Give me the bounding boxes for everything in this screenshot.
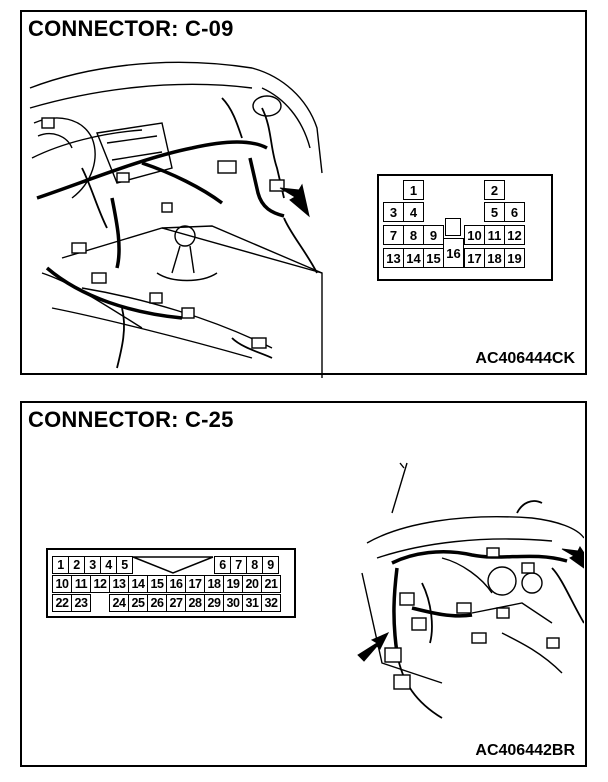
- pin-label: 5: [116, 556, 133, 574]
- pin-label: 8: [403, 225, 424, 245]
- pin-label: 8: [246, 556, 263, 574]
- pin-label: 1: [52, 556, 69, 574]
- pin-label: 6: [504, 202, 525, 222]
- pin-label: 14: [128, 575, 148, 593]
- pin-label: 31: [242, 594, 262, 612]
- dashboard-harness-illustration: [29, 61, 323, 378]
- pin-label: 9: [262, 556, 279, 574]
- pin-label: 4: [100, 556, 117, 574]
- pin-label: 10: [52, 575, 72, 593]
- pin-label: 27: [166, 594, 186, 612]
- pin-label: 4: [403, 202, 424, 222]
- pin-label: 17: [464, 248, 485, 268]
- pin-label: 24: [109, 594, 129, 612]
- pin-label: 5: [484, 202, 505, 222]
- arrow-icon: [561, 546, 584, 569]
- instrument-panel-harness-illustration: [357, 462, 584, 719]
- pin-label: 23: [71, 594, 91, 612]
- connector-c25-face: 1 2 3 4 5 6 7 8 9 10 11 12 13 14 15 16 1…: [46, 548, 296, 618]
- pin-label: 3: [84, 556, 101, 574]
- pin-label: 18: [204, 575, 224, 593]
- pin-label: 1: [403, 180, 424, 200]
- pin-label: 21: [261, 575, 281, 593]
- pin-label: 13: [383, 248, 404, 268]
- pin-label: 10: [464, 225, 485, 245]
- pin-label: 7: [383, 225, 404, 245]
- pin-label: 22: [52, 594, 72, 612]
- pin-label: 12: [90, 575, 110, 593]
- pin-label: 3: [383, 202, 404, 222]
- pin-label: 13: [109, 575, 129, 593]
- pin-label: 15: [147, 575, 167, 593]
- connector-panel-c09: CONNECTOR: C-09: [20, 10, 587, 378]
- panel-title: CONNECTOR: C-09: [28, 16, 234, 41]
- pin-label: 32: [261, 594, 281, 612]
- pin-label: 7: [230, 556, 247, 574]
- pin-label: 15: [423, 248, 444, 268]
- pin-label: 14: [403, 248, 424, 268]
- pin-label: 28: [185, 594, 205, 612]
- pin-label: 19: [223, 575, 243, 593]
- latch-key: [445, 218, 461, 236]
- figure-code: AC406444CK: [475, 350, 575, 367]
- panel-title: CONNECTOR: C-25: [28, 407, 234, 432]
- pin-label: 18: [484, 248, 505, 268]
- connector-panel-c25: CONNECTOR: C-25 1 2 3 4 5 6 7 8 9 10 11 …: [20, 401, 587, 767]
- pin-label: 11: [484, 225, 505, 245]
- connector-c09-face: 1 2 3 4 5 6 7 8 9 10 11 12 13 14 15 16 1…: [377, 174, 553, 281]
- pin-label: 2: [68, 556, 85, 574]
- pin-label: 17: [185, 575, 205, 593]
- figure-code: AC406442BR: [475, 742, 575, 759]
- pin-label: 16: [443, 238, 464, 268]
- arrow-icon: [357, 631, 390, 662]
- pin-label: 2: [484, 180, 505, 200]
- latch-key: [132, 556, 214, 574]
- pin-label: 26: [147, 594, 167, 612]
- pin-label: 11: [71, 575, 91, 593]
- arrow-icon: [279, 183, 310, 218]
- pin-label: 16: [166, 575, 186, 593]
- pin-label: 6: [214, 556, 231, 574]
- pin-label: 29: [204, 594, 224, 612]
- pin-label: 19: [504, 248, 525, 268]
- pin-label: 12: [504, 225, 525, 245]
- pin-label: 25: [128, 594, 148, 612]
- pin-label: 20: [242, 575, 262, 593]
- pin-label: 30: [223, 594, 243, 612]
- pin-label: 9: [423, 225, 444, 245]
